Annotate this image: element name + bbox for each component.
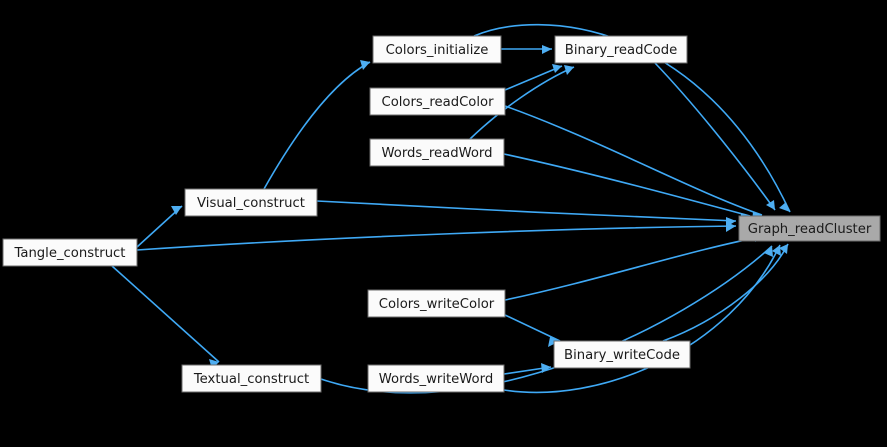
edge-line	[136, 205, 183, 248]
edge-visual_construct-to-graph_readcluster	[316, 200, 737, 227]
arrowhead-icon	[726, 217, 736, 227]
node-box[interactable]	[738, 215, 881, 242]
node-graph_readcluster[interactable]: Graph_readCluster	[738, 215, 881, 242]
arrowhead-icon	[764, 246, 773, 257]
node-box[interactable]	[554, 35, 688, 64]
edge-tangle_construct-to-graph_readcluster	[136, 222, 737, 251]
node-colors_initialize[interactable]: Colors_initialize	[372, 35, 502, 64]
node-words_readword[interactable]: Words_readWord	[369, 138, 505, 167]
edge-colors_readcolor-to-graph_readcluster	[504, 105, 763, 222]
arrowhead-icon	[552, 64, 562, 73]
edge-line	[504, 65, 563, 91]
node-label: Words_readWord	[382, 146, 493, 161]
edge-line	[504, 235, 766, 301]
node-label: Textual_construct	[193, 372, 309, 387]
arrowhead-icon	[779, 202, 790, 212]
node-box[interactable]	[181, 364, 322, 393]
edge-line	[136, 225, 737, 251]
node-box[interactable]	[553, 340, 691, 369]
edge-line	[662, 243, 789, 342]
node-label: Words_writeWord	[379, 372, 493, 387]
edge-line	[654, 62, 776, 211]
edge-colors_initialize-to-binary_readcode	[501, 45, 552, 54]
node-colors_readcolor[interactable]: Colors_readColor	[369, 87, 506, 116]
node-box[interactable]	[369, 87, 506, 116]
arrowhead-icon	[779, 244, 788, 254]
edge-binary_writecode-to-graph_readcluster	[662, 243, 789, 342]
arrowhead-icon	[171, 206, 182, 215]
arrowhead-icon	[564, 65, 574, 75]
edge-line	[263, 61, 371, 190]
node-tangle_construct[interactable]: Tangle_construct	[2, 238, 138, 267]
node-box[interactable]	[369, 138, 505, 167]
edge-words_readword-to-binary_readcode	[469, 65, 575, 140]
arrowhead-icon	[360, 60, 370, 70]
node-label: Colors_writeColor	[379, 297, 495, 312]
edge-words_writeword-to-binary_writecode	[503, 363, 552, 375]
arrowhead-icon	[541, 363, 551, 373]
node-label: Tangle_construct	[14, 246, 126, 261]
edge-colors_readcolor-to-binary_readcode	[504, 64, 563, 91]
node-label: Colors_readColor	[381, 95, 494, 110]
arrowhead-icon	[542, 45, 552, 54]
node-visual_construct[interactable]: Visual_construct	[184, 188, 318, 217]
edge-line	[316, 200, 737, 222]
edge-tangle_construct-to-textual_construct	[111, 265, 220, 369]
node-box[interactable]	[367, 364, 505, 393]
node-box[interactable]	[184, 188, 318, 217]
edge-line	[503, 153, 751, 217]
edge-colors_writecolor-to-graph_readcluster	[504, 232, 766, 301]
edge-visual_construct-to-colors_initialize	[263, 60, 371, 190]
node-label: Visual_construct	[197, 196, 305, 211]
node-box[interactable]	[2, 238, 138, 267]
node-layer: Tangle_construct Visual_constructTextual_…	[2, 35, 881, 393]
arrowhead-icon	[772, 245, 781, 256]
edge-line	[504, 105, 763, 216]
node-textual_construct[interactable]: Textual_construct	[181, 364, 322, 393]
node-label: Binary_readCode	[565, 43, 677, 58]
node-box[interactable]	[372, 35, 502, 64]
node-label: Graph_readCluster	[748, 222, 872, 237]
node-binary_readcode[interactable]: Binary_readCode	[554, 35, 688, 64]
node-binary_writecode[interactable]: Binary_writeCode	[553, 340, 691, 369]
edge-binary_readcode-to-graph_readcluster	[654, 62, 776, 211]
edge-tangle_construct-to-visual_construct	[136, 205, 183, 248]
node-box[interactable]	[367, 289, 506, 318]
node-words_writeword[interactable]: Words_writeWord	[367, 364, 505, 393]
edge-line	[111, 265, 220, 363]
node-label: Binary_writeCode	[564, 348, 680, 363]
node-colors_writecolor[interactable]: Colors_writeColor	[367, 289, 506, 318]
node-label: Colors_initialize	[386, 43, 489, 58]
edge-line	[469, 66, 575, 140]
arrowhead-icon	[766, 200, 775, 210]
edge-line	[504, 314, 561, 342]
edge-colors_writecolor-to-binary_writecode	[504, 314, 561, 347]
